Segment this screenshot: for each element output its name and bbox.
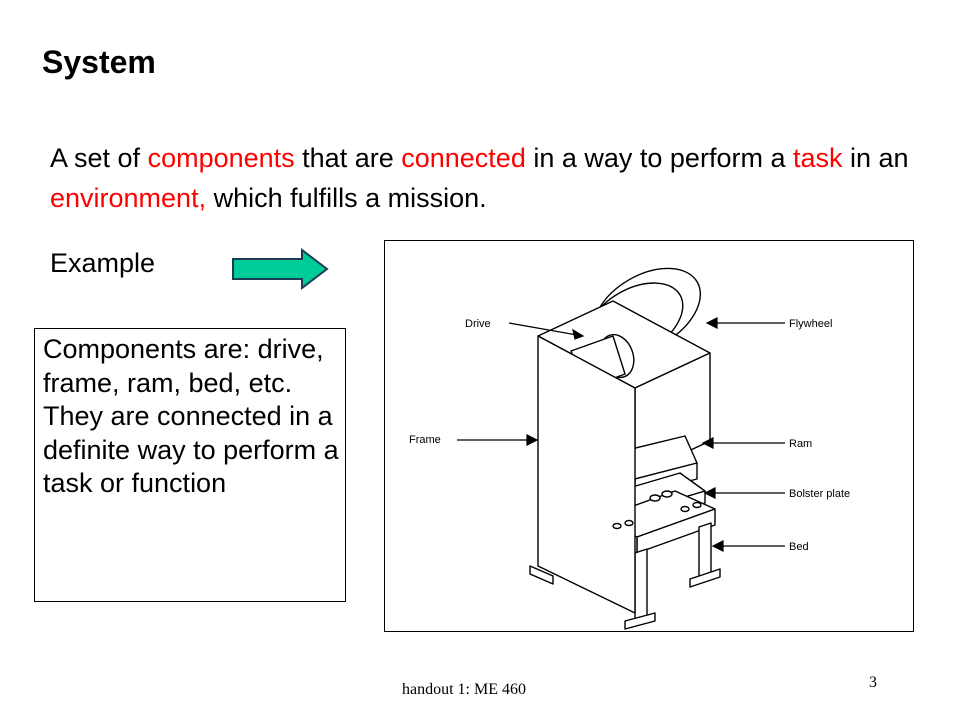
leader-arrowhead — [572, 328, 585, 340]
leader-arrowhead — [705, 317, 718, 329]
right-arrow-icon — [232, 248, 329, 290]
highlight-components: components — [147, 143, 295, 173]
definition-part: in an — [842, 143, 909, 173]
definition-part: which fulfills a mission. — [206, 183, 487, 213]
frame-front-plate — [537, 335, 636, 614]
footer-text: handout 1: ME 460 — [402, 681, 526, 698]
highlight-connected: connected — [401, 143, 526, 173]
leg-foot-right — [689, 568, 721, 588]
leader-drive — [508, 322, 578, 336]
frame-foot-left — [529, 565, 554, 585]
label-bed: Bed — [789, 541, 809, 553]
label-frame: Frame — [409, 434, 441, 446]
highlight-environment: environment, — [50, 183, 207, 213]
bolt — [649, 494, 661, 502]
bolt — [692, 501, 702, 509]
bed-leg-front — [634, 548, 648, 626]
leader-arrowhead — [526, 434, 539, 446]
press-diagram: Drive Flywheel Frame Ram Bolster plate B… — [409, 267, 850, 630]
components-box: Components are: drive, frame, ram, bed, … — [34, 328, 346, 602]
label-ram: Ram — [789, 438, 812, 450]
label-flywheel: Flywheel — [789, 318, 832, 330]
example-label: Example — [50, 248, 156, 278]
label-drive: Drive — [465, 318, 491, 330]
page-number: 3 — [869, 674, 877, 691]
definition-text: A set of components that are connected i… — [50, 138, 930, 218]
label-bolster-plate: Bolster plate — [789, 488, 850, 500]
leader-arrowhead — [711, 540, 724, 552]
bolt — [624, 519, 634, 527]
slide-title: System — [42, 44, 156, 80]
leg-foot-front — [624, 612, 656, 630]
bolt — [680, 505, 690, 513]
leader-arrowhead — [703, 487, 716, 499]
leader-arrowhead — [701, 437, 714, 449]
definition-part: A set of — [50, 143, 148, 173]
definition-part: in a way to perform a — [525, 143, 793, 173]
highlight-task: task — [792, 143, 843, 173]
bolt — [661, 490, 673, 498]
bed-leg-right — [698, 522, 712, 581]
bolt — [612, 522, 622, 530]
press-machine-figure: Drive Flywheel Frame Ram Bolster plate B… — [384, 240, 914, 632]
definition-part: that are — [294, 143, 402, 173]
